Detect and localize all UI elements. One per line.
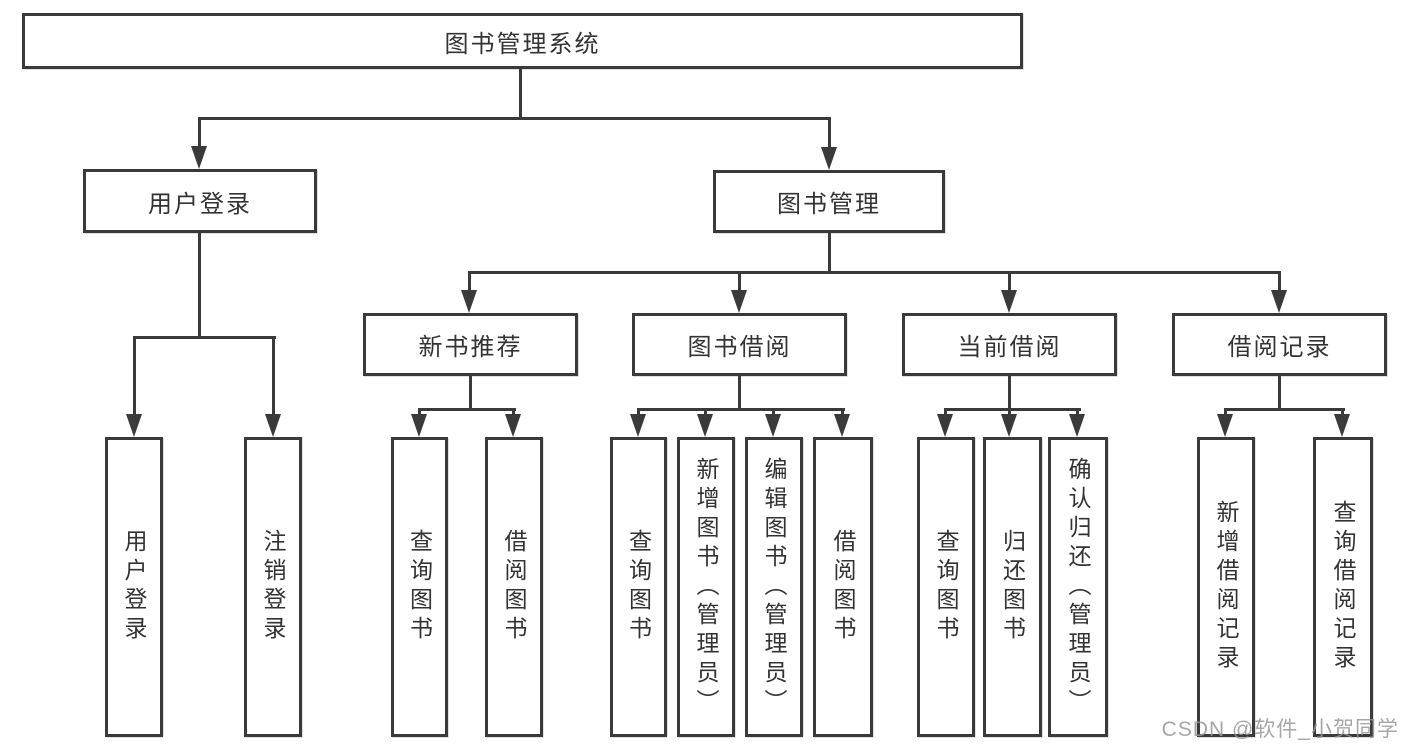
leaf-add-record: 新增借阅记录 [1197,437,1255,737]
connector-line [944,408,1081,411]
leaf-edit-book-label: 编辑图书（管理员） [761,456,787,718]
leaf-confirm-return: 确认归还（管理员） [1048,437,1108,737]
connector-line [133,339,136,415]
node-borrow-record: 借阅记录 [1172,313,1387,376]
connector-line [418,408,516,411]
node-new-book-rec-label: 新书推荐 [418,334,523,361]
node-book-mgmt: 图书管理 [713,170,945,233]
leaf-return-book: 归还图书 [983,437,1042,737]
leaf-borrow-book-2-label: 借阅图书 [830,529,856,645]
leaf-logout-label: 注销登录 [260,529,286,645]
node-borrow-record-label: 借阅记录 [1227,334,1332,361]
leaf-add-book: 新增图书（管理员） [677,437,735,737]
connector-line [468,274,471,292]
arrowhead [411,414,427,437]
arrowhead [834,414,850,437]
node-book-borrow: 图书借阅 [632,313,847,376]
leaf-query-book-2-label: 查询图书 [625,529,652,645]
leaf-add-book-label: 新增图书（管理员） [693,456,719,718]
arrowhead [126,414,142,437]
leaf-return-book-label: 归还图书 [999,529,1026,645]
leaf-logout: 注销登录 [244,437,302,737]
connector-line [1224,408,1345,411]
connector-line [198,117,831,120]
arrowhead [461,290,477,313]
leaf-query-book-1-label: 查询图书 [406,529,433,645]
connector-line [637,408,845,411]
connector-line [468,271,1281,274]
connector-line [738,376,741,411]
connector-line [828,233,831,274]
node-root: 图书管理系统 [22,13,1023,69]
connector-line [738,274,741,292]
node-root-label: 图书管理系统 [444,30,601,58]
leaf-query-record: 查询借阅记录 [1313,437,1373,737]
connector-line [1278,274,1281,292]
node-new-book-rec: 新书推荐 [363,313,578,376]
arrowhead [1334,414,1350,437]
arrowhead [191,146,207,169]
leaf-user-login: 用户登录 [105,437,163,737]
arrowhead [1001,290,1017,313]
node-user-login-label: 用户登录 [148,190,252,218]
leaf-borrow-book-2: 借阅图书 [813,437,873,737]
leaf-query-book-3-label: 查询图书 [933,529,959,645]
connector-line [469,376,472,411]
leaf-edit-book: 编辑图书（管理员） [745,437,803,737]
arrowhead [505,414,521,437]
connector-line [1278,376,1281,411]
leaf-confirm-return-label: 确认归还（管理员） [1065,456,1091,718]
leaf-user-login-label: 用户登录 [121,529,147,645]
connector-line [519,69,522,117]
node-user-login: 用户登录 [83,169,317,233]
leaf-borrow-book-1: 借阅图书 [485,437,543,737]
node-book-borrow-label: 图书借阅 [687,334,792,361]
connector-line [198,117,201,149]
leaf-query-book-2: 查询图书 [610,437,667,737]
connector-line [133,336,276,339]
arrowhead [265,414,281,437]
arrowhead [821,147,837,170]
arrowhead [630,414,646,437]
arrowhead [765,414,781,437]
leaf-query-book-3: 查询图书 [917,437,975,737]
node-current-borrow-label: 当前借阅 [957,334,1062,361]
connector-line [828,117,831,149]
arrowhead [1217,414,1233,437]
leaf-query-book-1: 查询图书 [391,437,448,737]
leaf-add-record-label: 新增借阅记录 [1213,500,1239,674]
connector-line [198,233,201,339]
node-book-mgmt-label: 图书管理 [777,191,881,218]
connector-line [272,339,275,415]
csdn-watermark: CSDN @软件_小贺同学 [1161,718,1399,741]
arrowhead [1001,414,1017,437]
node-current-borrow: 当前借阅 [902,313,1117,376]
arrowhead [731,290,747,313]
arrowhead [697,414,713,437]
leaf-query-record-label: 查询借阅记录 [1330,500,1356,674]
arrowhead [937,414,953,437]
connector-line [1008,376,1011,411]
connector-line [1008,274,1011,292]
arrowhead [1069,414,1085,437]
leaf-borrow-book-1-label: 借阅图书 [501,529,527,645]
arrowhead [1271,290,1287,313]
